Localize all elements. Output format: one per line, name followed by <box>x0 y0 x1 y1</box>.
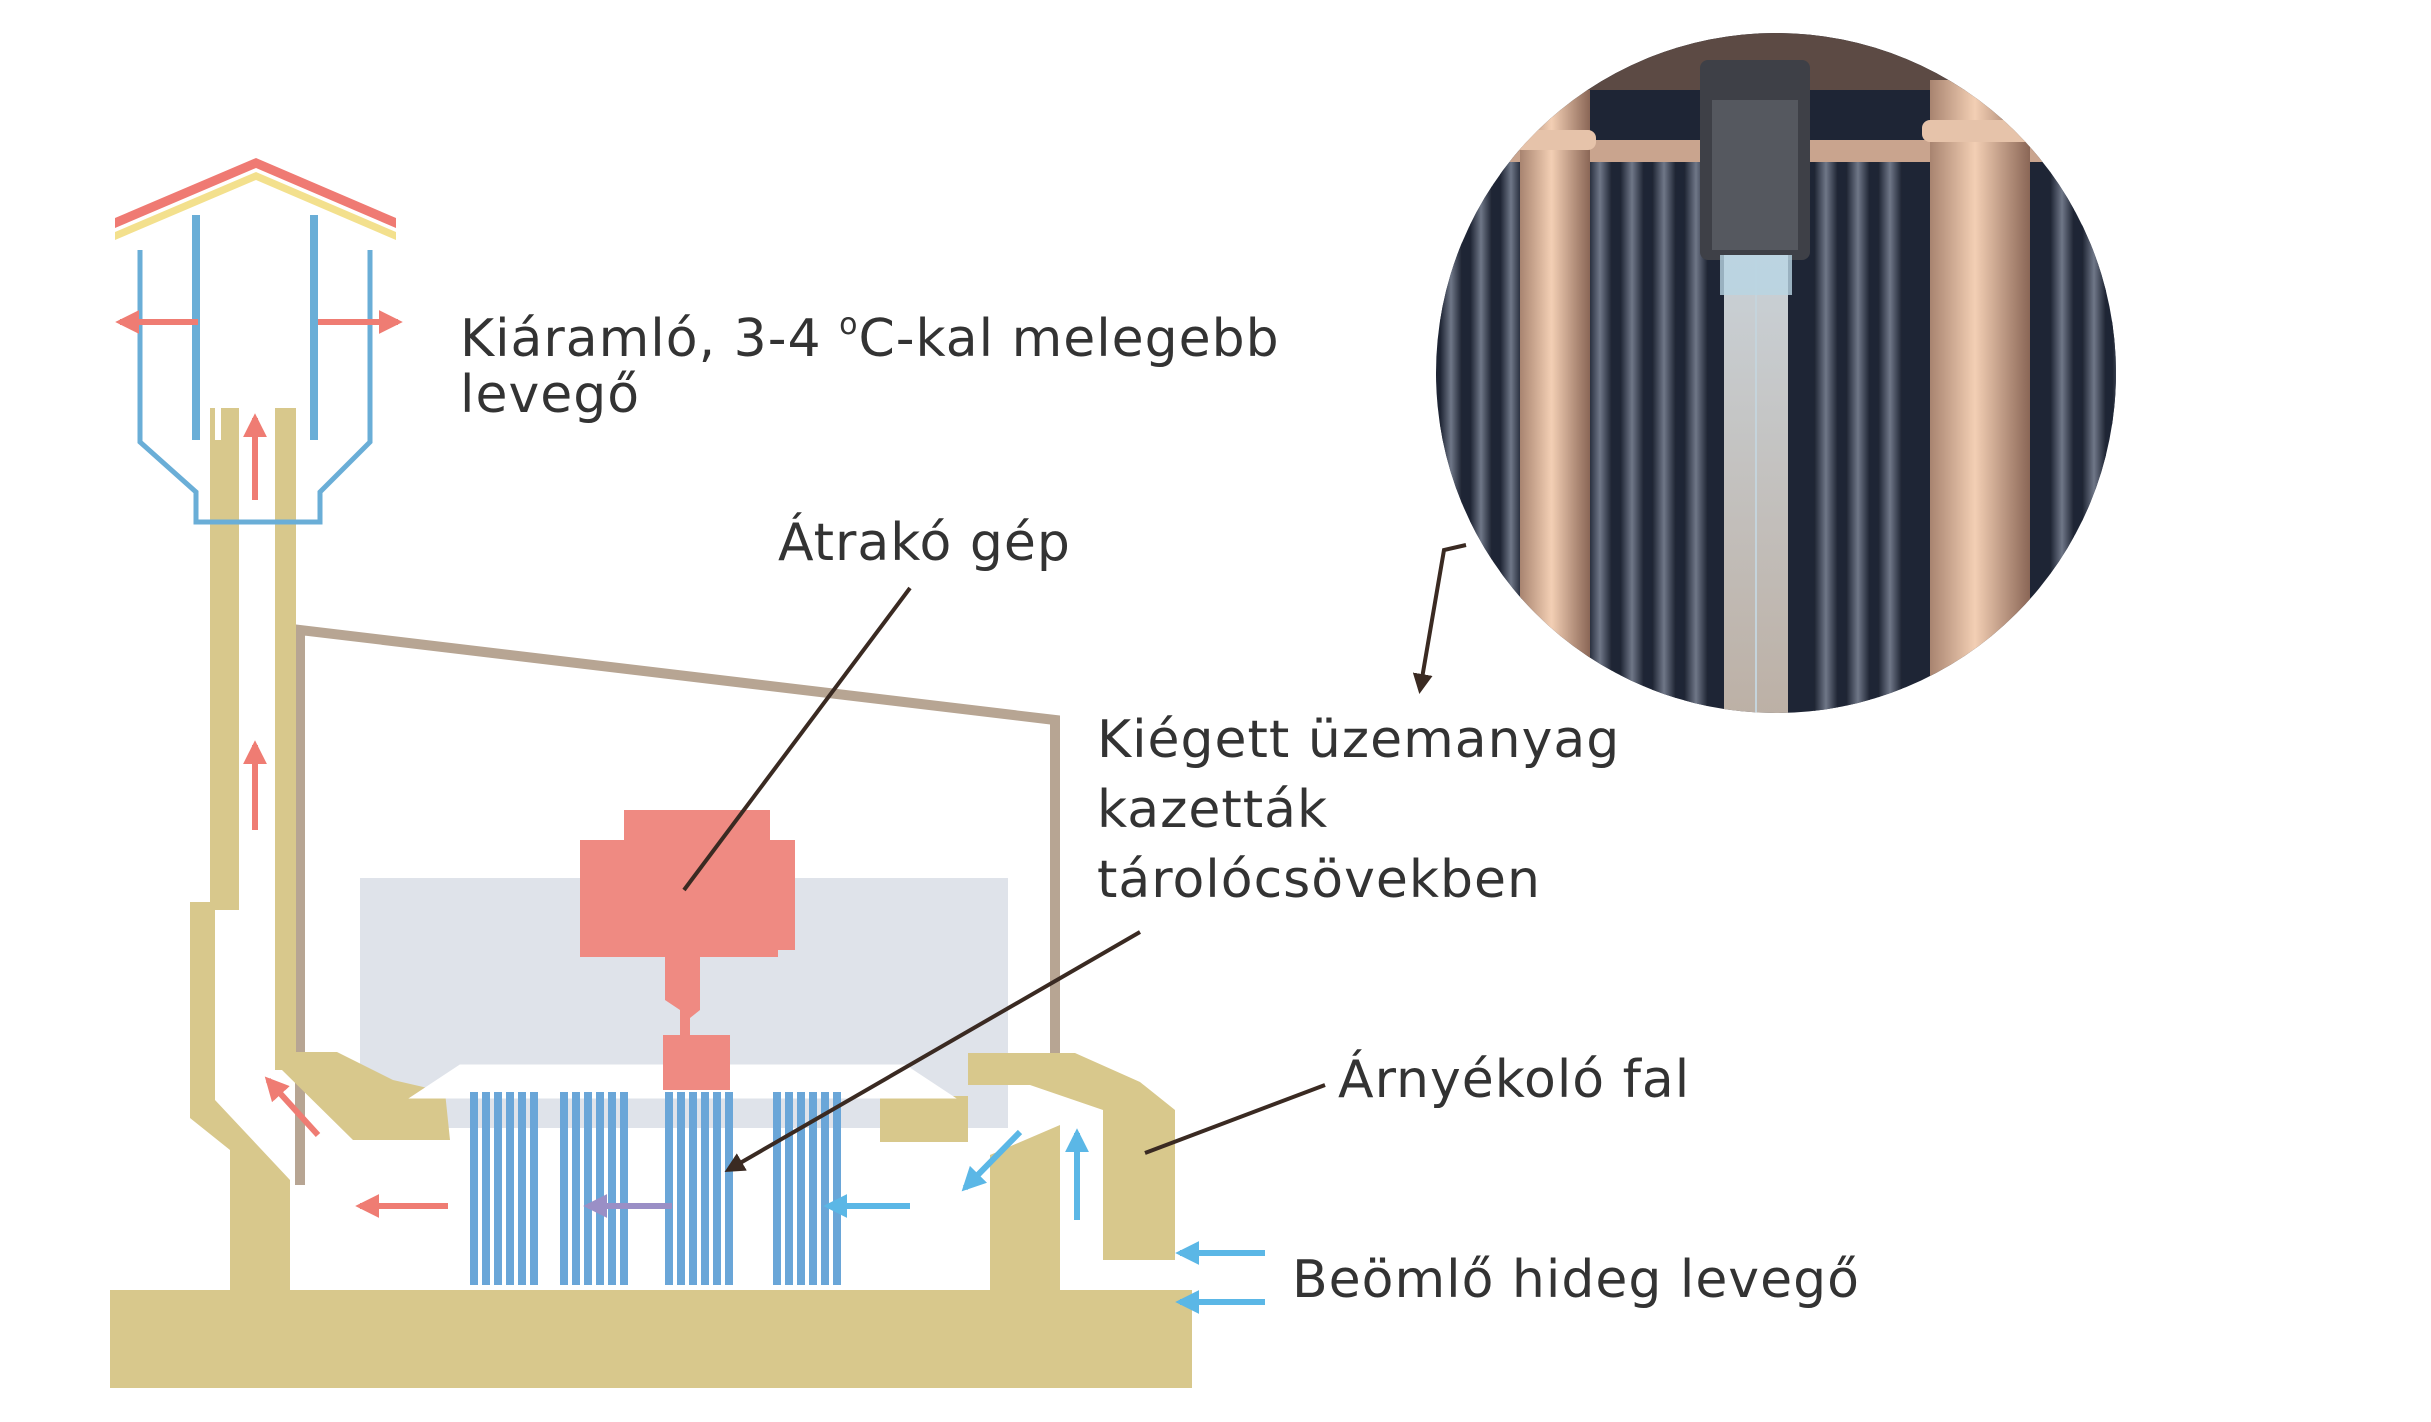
fuel-tube <box>833 1092 841 1285</box>
fuel-tube <box>572 1092 580 1285</box>
fuel-tube <box>596 1092 604 1285</box>
fuel-tube <box>809 1092 817 1285</box>
fuel-tube <box>725 1092 733 1285</box>
fuel-tube-group <box>470 1092 538 1285</box>
fuel-tube <box>797 1092 805 1285</box>
vent-roof <box>115 158 396 240</box>
arrow-diag-inlet <box>961 1129 1023 1192</box>
warm-air-arrows <box>115 310 448 1218</box>
leader-detail-inset <box>1412 543 1467 694</box>
fuel-storage-tubes <box>470 1092 841 1285</box>
fuel-tube <box>608 1092 616 1285</box>
label-warm-air-prefix: Kiáramló, 3-4 <box>460 309 840 369</box>
fuel-tube <box>713 1092 721 1285</box>
fuel-cassette <box>1700 60 1810 713</box>
fuel-tube-group <box>560 1092 628 1285</box>
fuel-tube <box>494 1092 502 1285</box>
degree-symbol: o <box>839 307 859 342</box>
storage-tube <box>1514 90 1596 713</box>
label-transfer-machine: Átrakó gép <box>778 513 1071 573</box>
label-warm-air-suffix: C-kal melegebb <box>858 309 1280 369</box>
fuel-tube <box>701 1092 709 1285</box>
fuel-tube <box>821 1092 829 1285</box>
leader-lines <box>682 543 1467 1173</box>
transfer-machine <box>580 810 795 1090</box>
arrow-diag-chimney <box>264 1076 321 1138</box>
fuel-tube-group <box>665 1092 733 1285</box>
fuel-tube <box>482 1092 490 1285</box>
fuel-tube-group <box>773 1092 841 1285</box>
shield-wall <box>968 1053 1175 1260</box>
exhaust-chimney-right <box>275 408 450 1140</box>
fuel-tube <box>677 1092 685 1285</box>
label-warm-air-line2: levegő <box>460 365 641 425</box>
fuel-tube <box>530 1092 538 1285</box>
label-shield-wall: Árnyékoló fal <box>1338 1050 1691 1110</box>
label-cold-air-inflow: Beömlő hideg levegő <box>1292 1250 1860 1310</box>
detail-photo-inset <box>1436 33 2116 713</box>
exhaust-vent-housing <box>137 215 373 525</box>
cold-air-arrows <box>823 1128 1265 1314</box>
leader-shield-wall <box>1144 1083 1326 1155</box>
fuel-tube <box>689 1092 697 1285</box>
leader-fuel-tubes <box>724 930 1142 1173</box>
fuel-tube <box>560 1092 568 1285</box>
concrete-structure <box>110 408 1192 1388</box>
label-warm-air-outflow: Kiáramló, 3-4 oC-kal melegebb <box>460 290 1280 374</box>
storage-tube <box>1922 80 2038 713</box>
storage-rack-slats <box>1440 150 2116 713</box>
label-spent-fuel-line3: tárolócsövekben <box>1097 850 1541 910</box>
fuel-tube <box>785 1092 793 1285</box>
fuel-tube <box>584 1092 592 1285</box>
air-inlet-baffle <box>990 1125 1060 1310</box>
label-spent-fuel-line1: Kiégett üzemanyag <box>1097 710 1621 770</box>
fuel-tube <box>470 1092 478 1285</box>
storage-hall-roof-line <box>295 624 1060 1185</box>
inner-wall-right <box>880 1096 968 1142</box>
fuel-tube <box>773 1092 781 1285</box>
fuel-tube <box>665 1092 673 1285</box>
exhaust-chimney-left <box>190 408 290 1310</box>
fuel-tube <box>620 1092 628 1285</box>
fuel-tube <box>518 1092 526 1285</box>
leader-transfer-machine <box>682 586 912 892</box>
fuel-tube <box>506 1092 514 1285</box>
label-spent-fuel-line2: kazetták <box>1097 780 1329 840</box>
